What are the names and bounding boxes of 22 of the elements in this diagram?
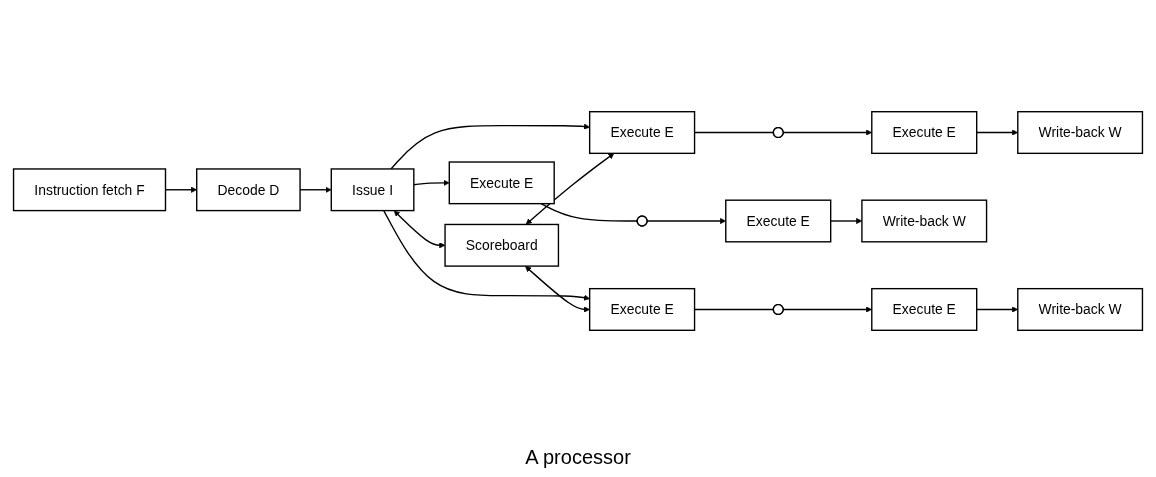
arrow	[525, 153, 615, 225]
node-box	[12, 168, 167, 212]
arrow	[390, 123, 590, 170]
node-box	[588, 287, 696, 331]
arrow	[393, 210, 446, 249]
caption: A processor	[525, 446, 631, 469]
pipeline-diagram: Instruction fetch F Decode D Issue I Execute E Execute E Write-back W Execute E Execute E Write-back W Scoreboard Execute E Execute E Write-back W	[8, 0, 1148, 442]
node-box	[444, 223, 560, 267]
node-box	[725, 199, 832, 243]
node-box	[588, 111, 696, 155]
node-box	[871, 287, 978, 331]
arrow	[383, 209, 590, 301]
node-box	[196, 168, 301, 212]
node-box	[871, 111, 978, 155]
arrow	[413, 179, 450, 186]
node-box	[1017, 111, 1144, 155]
arrow	[525, 266, 590, 313]
node-box	[448, 161, 555, 205]
node-box	[330, 168, 415, 212]
node-box	[1017, 287, 1144, 331]
node-box	[861, 199, 988, 243]
connector	[540, 202, 638, 222]
